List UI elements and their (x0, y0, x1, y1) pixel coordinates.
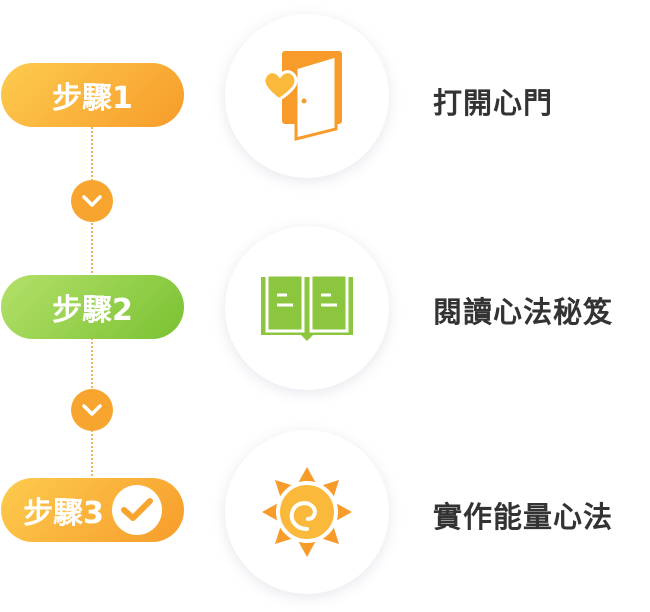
heart-door-icon (262, 51, 342, 141)
step-2-label: 步驟2 (52, 293, 133, 328)
chevron-down-icon (71, 389, 113, 431)
step-1-icon-circle (225, 14, 389, 178)
check-icon (111, 485, 162, 535)
step-3-title: 實作能量心法 (433, 500, 614, 534)
step-3-label: 步驟3 (23, 496, 104, 531)
sun-icon (262, 467, 352, 557)
step-3-badge[interactable]: 步驟3 (1, 478, 184, 542)
chevron-down-icon (71, 180, 113, 222)
open-book-icon (261, 273, 353, 341)
step-1-badge[interactable]: 步驟1 (1, 63, 184, 127)
step-2-badge[interactable]: 步驟2 (1, 275, 184, 339)
step-2-icon-circle (225, 226, 389, 390)
step-2-title: 閱讀心法秘笈 (433, 295, 614, 329)
step-1-label: 步驟1 (52, 81, 133, 116)
step-3-icon-circle (225, 430, 389, 594)
step-1-title: 打開心門 (433, 86, 554, 120)
